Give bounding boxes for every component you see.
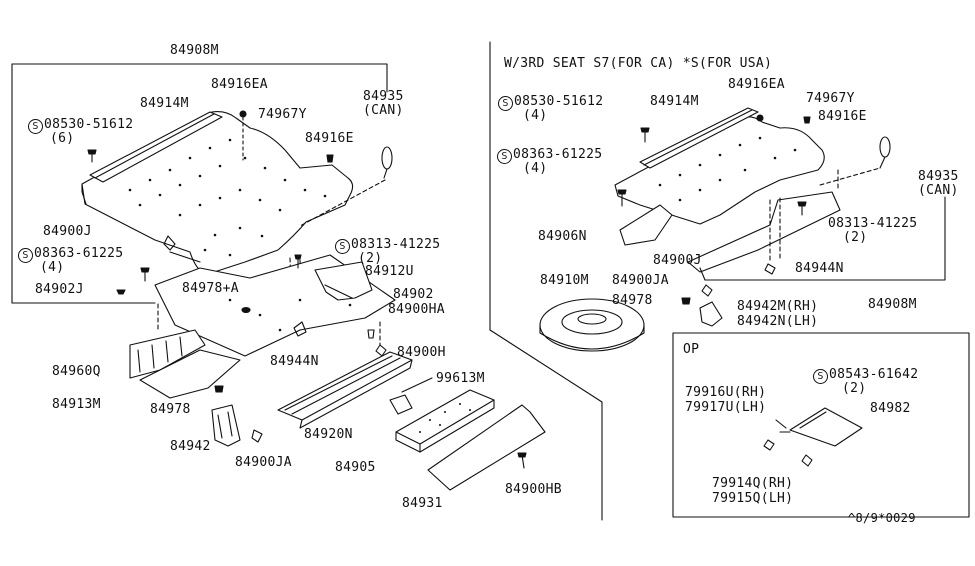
label-84935-can: (CAN) — [363, 103, 404, 118]
label-84908M: 84908M — [170, 43, 219, 58]
bracket-84912U — [314, 261, 373, 301]
label-84935-right: 84935 — [918, 169, 959, 184]
label-84900J-right: 84900J — [653, 253, 702, 268]
label-79917U: 79917U(LH) — [685, 400, 767, 415]
label-84914M-right: 84914M — [650, 94, 699, 109]
label-84913M: 84913M — [52, 397, 101, 412]
mudflap-84982 — [789, 407, 863, 447]
label-84914M: 84914M — [140, 96, 189, 111]
s-symbol: S — [497, 149, 512, 164]
label-84916EA: 84916EA — [211, 77, 268, 92]
section-divider — [489, 41, 603, 521]
label-84916E-right: 84916E — [818, 109, 867, 124]
label-84905: 84905 — [335, 460, 376, 475]
mat-84913M — [139, 349, 241, 399]
label-84935-right-can: (CAN) — [918, 183, 959, 198]
label-84978: 84978 — [150, 402, 191, 417]
floor-holes-left — [128, 138, 327, 257]
s-symbol: S — [498, 96, 513, 111]
label-84944N: 84944N — [270, 354, 319, 369]
cable-loop-left — [381, 146, 393, 170]
label-84906N: 84906N — [538, 229, 587, 244]
label-84982: 84982 — [870, 401, 911, 416]
label-qty-2-option: (2) — [842, 381, 867, 396]
label-84902: 84902 — [393, 287, 434, 302]
bracket-84942 — [211, 404, 241, 447]
cable-loop-right — [879, 136, 891, 158]
label-79916U: 79916U(RH) — [685, 385, 767, 400]
label-79915Q: 79915Q(LH) — [712, 491, 794, 506]
label-qty-2: (2) — [358, 251, 383, 266]
label-84920N: 84920N — [304, 427, 353, 442]
label-99613M: 99613M — [436, 371, 485, 386]
label-84900HB: 84900HB — [505, 482, 562, 497]
label-84900H: 84900H — [397, 345, 446, 360]
label-84942N: 84942N(LH) — [737, 314, 819, 329]
label-84935: 84935 — [363, 89, 404, 104]
label-84908M-right: 84908M — [868, 297, 917, 312]
label-84960Q: 84960Q — [52, 364, 101, 379]
s-symbol: S — [18, 248, 33, 263]
header-note: W/3RD SEAT S7(FOR CA) *S(FOR USA) — [504, 56, 773, 71]
label-84900JA: 84900JA — [235, 455, 292, 470]
label-84912U: 84912U — [365, 264, 414, 279]
label-84944N-right: 84944N — [795, 261, 844, 276]
label-74967Y: 74967Y — [258, 107, 307, 122]
front-rail-left — [89, 111, 223, 183]
label-84900JA-right: 84900JA — [612, 273, 669, 288]
panel-84931 — [427, 404, 546, 491]
label-qty-4a: (4) — [523, 108, 548, 123]
label-84900J: 84900J — [43, 224, 92, 239]
label-84931: 84931 — [402, 496, 443, 511]
option-box — [672, 332, 970, 518]
label-08313-right: 08313-41225 — [828, 216, 918, 231]
label-84910M: 84910M — [540, 273, 589, 288]
label-84902J: 84902J — [35, 282, 84, 297]
label-84942M: 84942M(RH) — [737, 299, 819, 314]
label-74967Y-right: 74967Y — [806, 91, 855, 106]
label-qty-2-right: (2) — [843, 230, 868, 245]
s-symbol: S — [28, 119, 43, 134]
label-84942: 84942 — [170, 439, 211, 454]
label-84916E: 84916E — [305, 131, 354, 146]
label-79914Q: 79914Q(RH) — [712, 476, 794, 491]
floor-board-right — [614, 116, 825, 225]
option-box-title: OP — [683, 342, 700, 357]
s-symbol: S — [335, 239, 350, 254]
label-qty-4: (4) — [40, 260, 65, 275]
label-qty-6: (6) — [50, 131, 75, 146]
footer-code: ^8/9*0029 — [848, 511, 916, 525]
step-84906N — [619, 204, 673, 246]
label-84916EA-right: 84916EA — [728, 77, 785, 92]
label-84978-right: 84978 — [612, 293, 653, 308]
label-qty-4b: (4) — [523, 161, 548, 176]
label-84900HA: 84900HA — [388, 302, 445, 317]
label-84978A: 84978+A — [182, 281, 239, 296]
s-symbol: S — [813, 369, 828, 384]
assembly-bracket-left — [11, 63, 388, 304]
